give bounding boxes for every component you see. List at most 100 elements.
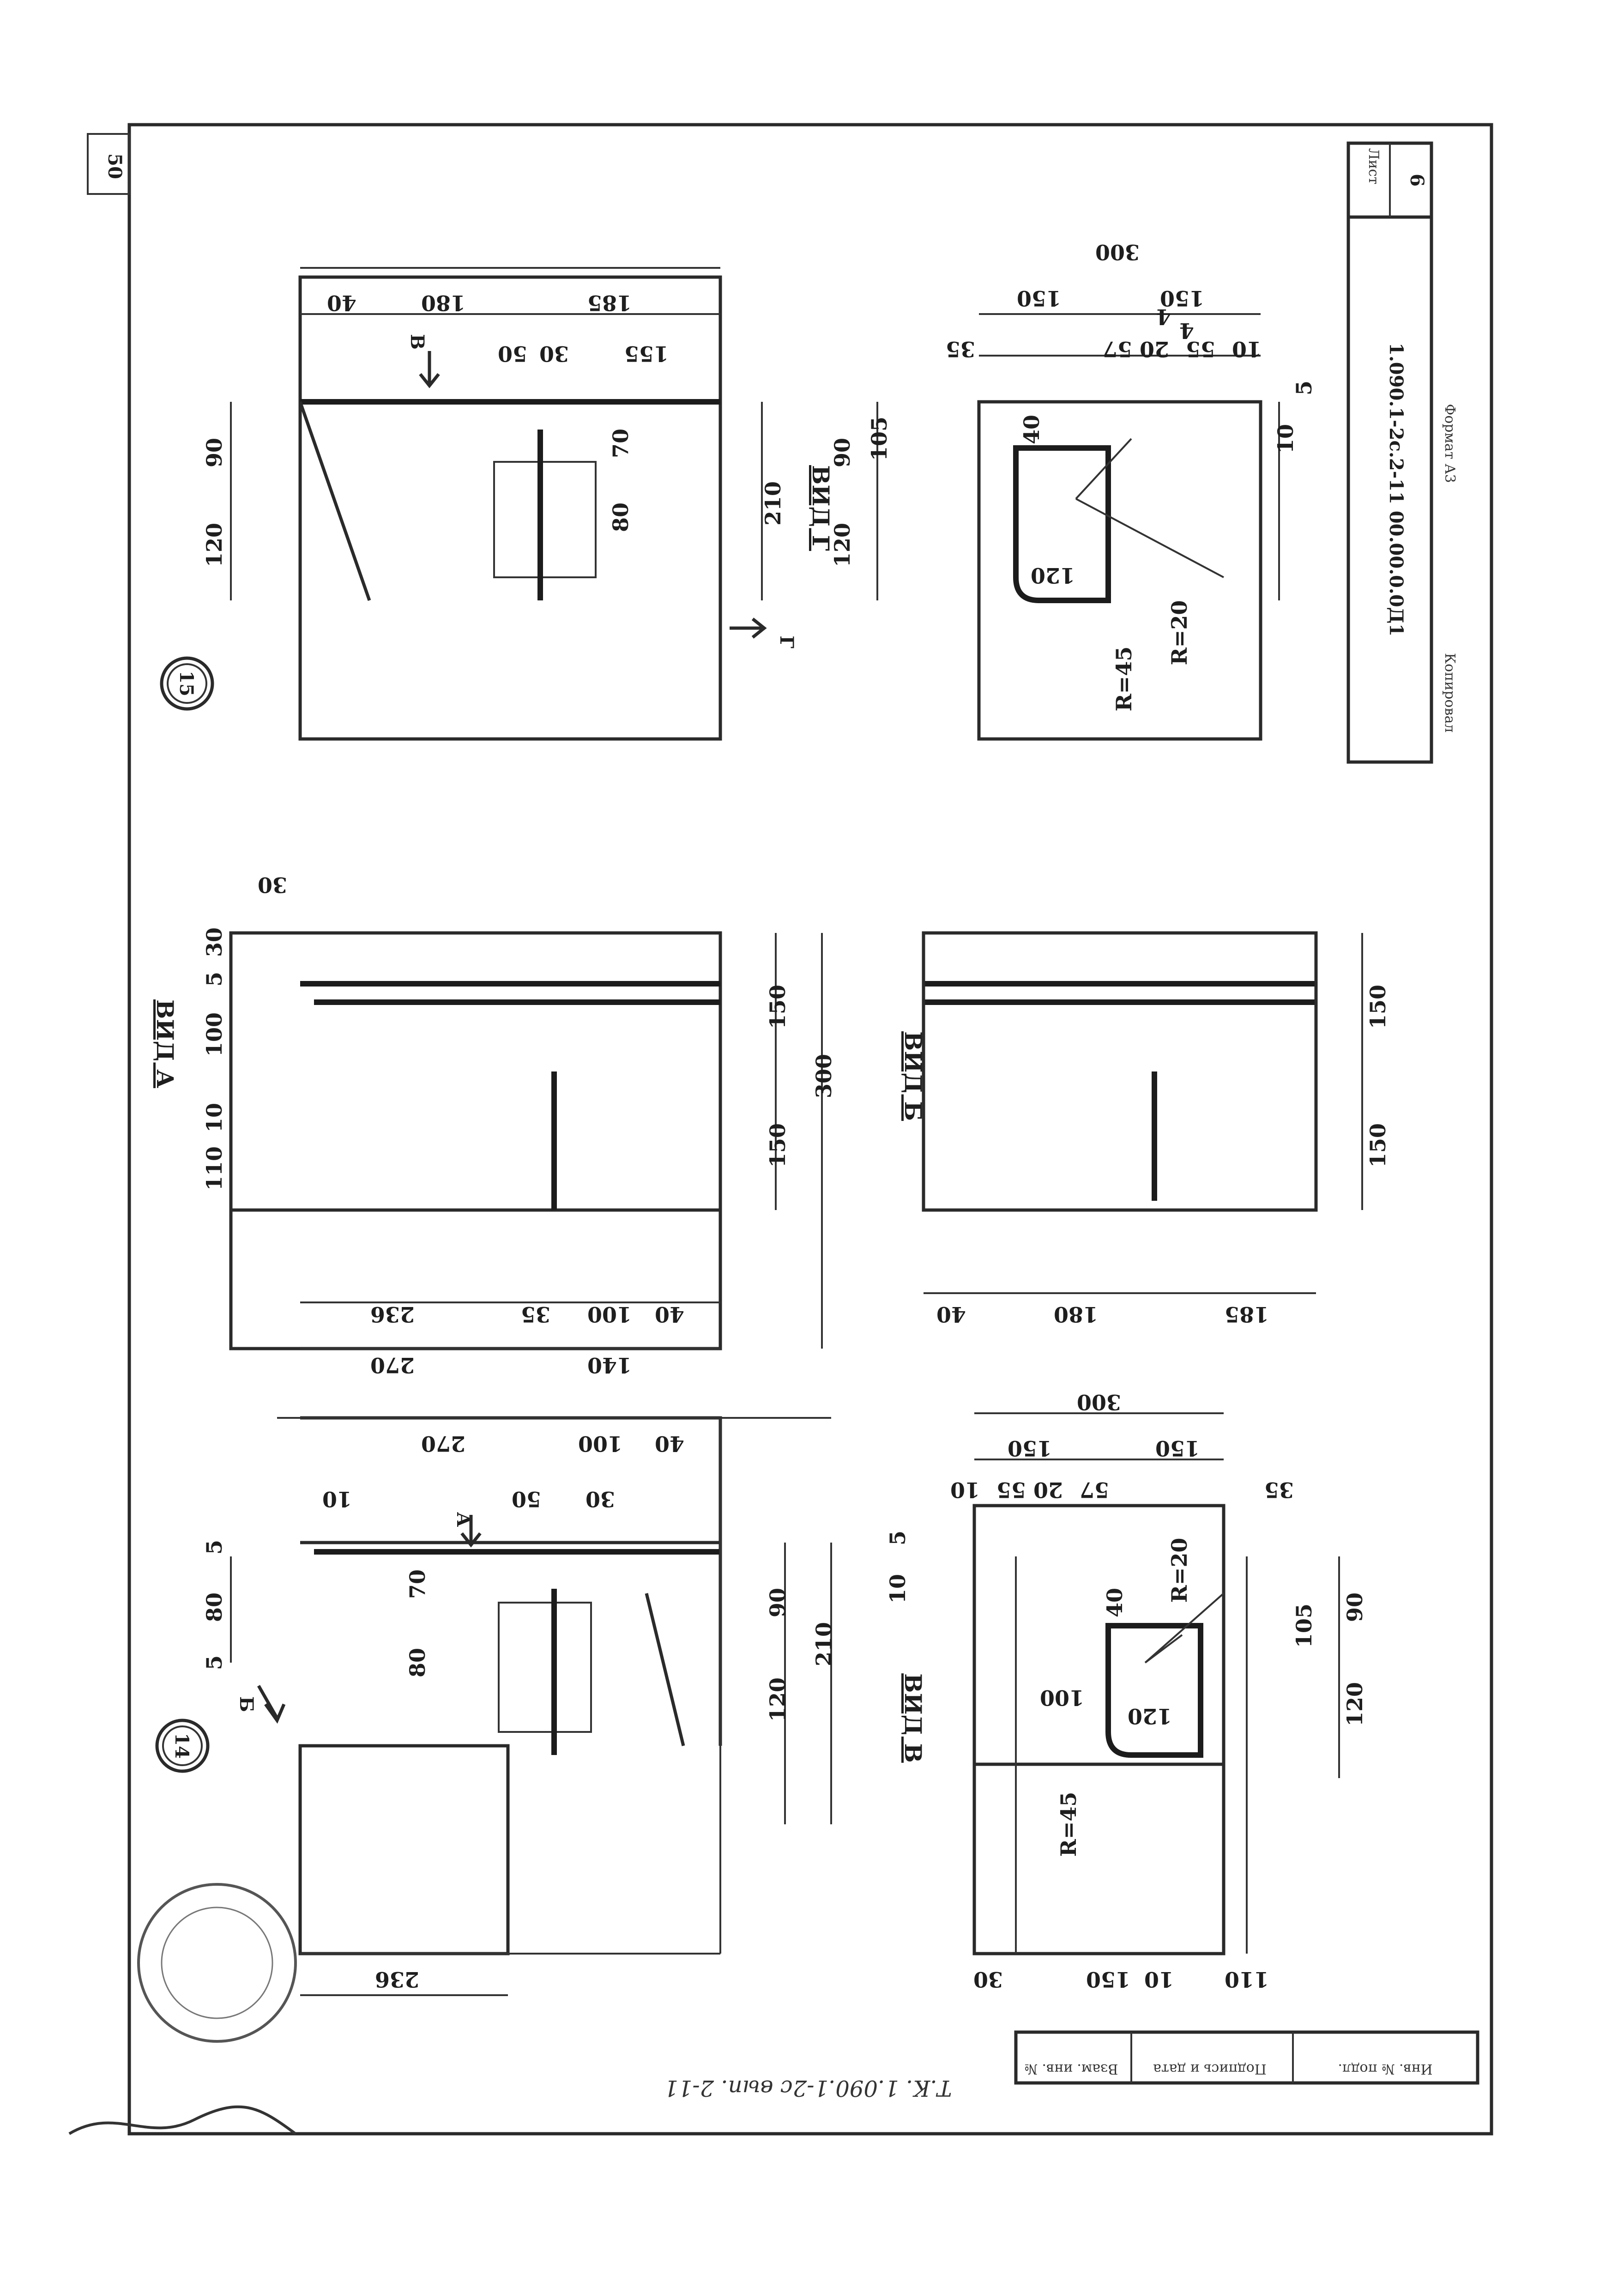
vid-g-dims <box>876 313 1280 600</box>
vid-v-dims <box>974 1412 1340 1954</box>
dim-4a-vidg: 4 <box>1156 304 1171 329</box>
dim-30b-vida: 30 <box>258 872 287 897</box>
radius-45-vidg: R=45 <box>1111 647 1136 712</box>
dim-120-vidg: 120 <box>830 523 855 567</box>
dim-185-vidb: 185 <box>1225 1302 1269 1327</box>
dim-110-vida: 110 <box>202 1146 227 1191</box>
dim-105-vidv: 105 <box>1292 1604 1316 1648</box>
dim-40-vidv: 40 <box>1102 1588 1127 1617</box>
approval-seal <box>137 1883 297 2043</box>
dim-35-vida: 35 <box>521 1302 550 1327</box>
node-14-marker-inner <box>162 1725 203 1766</box>
dim-40-vidg: 40 <box>1019 415 1044 444</box>
vid-g-outline <box>977 400 1262 741</box>
dim-155-node15: 155 <box>624 341 669 366</box>
dim-150b-vidv: 150 <box>1155 1436 1200 1461</box>
vid-g-angle <box>1013 445 1111 603</box>
dim-210-node14: 210 <box>811 1622 836 1666</box>
approval-seal-inner <box>161 1907 273 2019</box>
vid-v-outline <box>972 1504 1226 1955</box>
vid-a-label: ВИД А <box>151 999 179 1088</box>
dim-90-node14: 90 <box>765 1588 790 1617</box>
vid-b-dims <box>924 933 1363 1294</box>
vid-v-label: ВИД В <box>900 1673 927 1763</box>
dim-4b-vidg: 4 <box>1179 318 1194 343</box>
node-15-dims <box>230 267 763 600</box>
node-14-beam-outline <box>298 1416 722 1955</box>
dim-10c-vidv: 10 <box>1144 1967 1174 1992</box>
dim-50-node15: 50 <box>498 341 527 366</box>
dim-270-vida: 270 <box>370 1353 415 1378</box>
vid-v-angle <box>1105 1623 1203 1758</box>
dim-5-vidg: 5 <box>1292 381 1316 395</box>
page-number: 50 <box>104 153 126 179</box>
arrow-label-v: В <box>406 334 428 350</box>
dim-180-node15: 180 <box>421 291 465 315</box>
dim-10-vidg: 10 <box>1232 337 1262 362</box>
dim-55-vidg: 55 <box>1186 337 1215 362</box>
dim-35-vidv: 35 <box>1264 1477 1294 1502</box>
dim-100-vida: 100 <box>587 1302 632 1327</box>
dim-70-node15: 70 <box>608 429 633 458</box>
vid-a-flanges <box>300 981 1316 1005</box>
dim-120-node14: 120 <box>765 1677 790 1722</box>
dim-140-vida: 140 <box>587 1353 632 1378</box>
approval-stamp-strip <box>1014 2030 1479 2085</box>
dim-150a-vida: 150 <box>765 1123 790 1168</box>
vid-b-outline <box>922 931 1318 1212</box>
arrow-a-icon <box>460 1515 482 1548</box>
dim-150c-vidv: 150 <box>1086 1967 1130 1992</box>
radius-20-vidv: R=20 <box>1167 1538 1192 1603</box>
dim-100-vidv: 100 <box>1040 1685 1084 1710</box>
node-14-dim-lines <box>230 1417 832 1996</box>
dim-270-node14: 270 <box>421 1431 465 1456</box>
dim-100-node14: 100 <box>578 1431 622 1456</box>
dim-80b-node14: 80 <box>405 1648 430 1677</box>
dim-120b-vidv: 120 <box>1128 1704 1172 1729</box>
stamp-inv-orig: Инв. № подл. <box>1338 2061 1432 2077</box>
sheet-label: Лист <box>1365 148 1382 184</box>
drawing-designation: 1.090.1-2с.2-11 00.00.0.0Д1 <box>1385 343 1407 636</box>
dim-210-node15: 210 <box>761 481 785 526</box>
arrow-v-icon <box>419 351 440 388</box>
dim-40-node14: 40 <box>655 1431 684 1456</box>
dim-150b-vida: 150 <box>765 985 790 1029</box>
node-14-label: 14 <box>171 1733 193 1759</box>
dim-90-vidg: 90 <box>830 438 855 467</box>
dim-55-vidv: 55 <box>996 1477 1026 1502</box>
radius-20-vidg: R=20 <box>1167 600 1192 666</box>
vid-a-dims <box>300 933 823 1350</box>
dim-70-node14: 70 <box>405 1569 430 1599</box>
sheet-number: 6 <box>1406 174 1428 187</box>
dim-5-vidv: 5 <box>885 1531 910 1545</box>
arrow-b-icon <box>257 1685 286 1724</box>
node-14-sloped-edge <box>645 1593 685 1746</box>
dim-5b-node14: 5 <box>202 1655 227 1670</box>
dim-185-node15: 185 <box>587 291 632 315</box>
dim-105-vidg: 105 <box>867 417 892 461</box>
vid-g-diag <box>1075 438 1224 578</box>
dim-300-vida: 300 <box>811 1054 836 1098</box>
series-stamp: Т.К. 1.090.1-2с вып. 2-11 <box>664 2075 952 2101</box>
dim-40-vida: 40 <box>655 1302 684 1327</box>
dim-30-node15: 30 <box>539 341 569 366</box>
dim-40-vidb: 40 <box>936 1302 966 1327</box>
dim-80-node15: 80 <box>608 502 633 532</box>
dim-30-vida: 30 <box>202 927 227 957</box>
dim-30-node14: 30 <box>586 1487 615 1512</box>
dim-80-node14: 80 <box>202 1592 227 1622</box>
dim-57-vidg: 57 <box>1103 337 1132 362</box>
dim-150b-vidg: 150 <box>1160 286 1204 311</box>
dim-180-vidb: 180 <box>1054 1302 1098 1327</box>
dim-110-vidv: 110 <box>1225 1967 1269 1992</box>
dim-30-vidv: 30 <box>973 1967 1003 1992</box>
copied-label: Копировал <box>1442 653 1458 732</box>
node-15-label: 15 <box>175 671 197 696</box>
dim-300-vidv: 300 <box>1077 1390 1121 1415</box>
dim-236-node14: 236 <box>375 1967 419 1992</box>
dim-150a-vidb: 150 <box>1365 1123 1390 1168</box>
arrow-g-icon <box>730 617 767 639</box>
stamp-inv-replace: Взам. инв. № <box>1024 2061 1118 2077</box>
dim-40-node15: 40 <box>327 291 356 315</box>
dim-5-vida: 5 <box>202 972 227 987</box>
